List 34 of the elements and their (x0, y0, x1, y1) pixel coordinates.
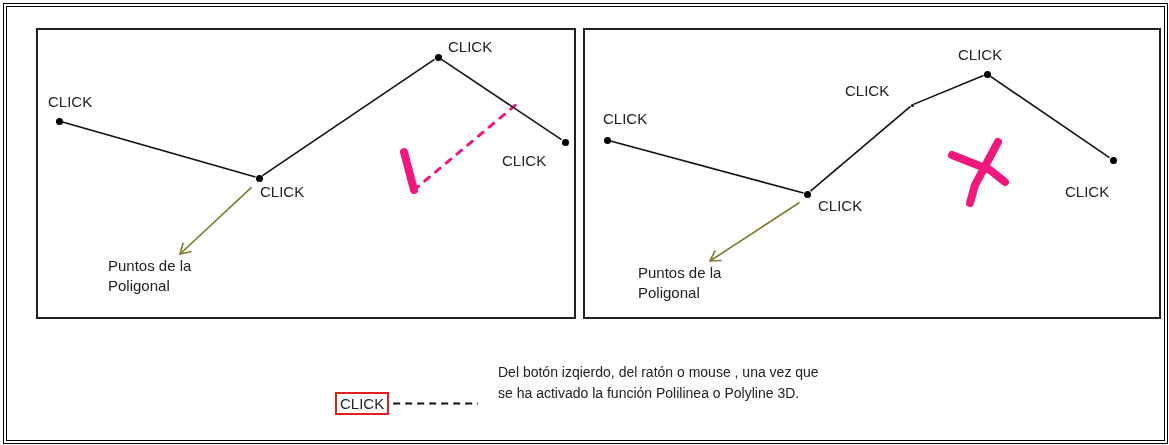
point-dot (255, 174, 263, 182)
point-dot (1109, 156, 1117, 164)
point-dot (803, 190, 811, 198)
point-label: CLICK (260, 183, 305, 200)
point-label: CLICK (845, 82, 890, 99)
polyline-segment (609, 140, 805, 194)
arrow (179, 186, 253, 255)
polyline-segment (261, 58, 436, 177)
drawing-panel (36, 28, 576, 319)
callout-text: Puntos de la Poligonal (638, 263, 768, 303)
note-text: Del botón izqierdo, del ratón o mouse , una vez que se ha activado la función Polilinea o Polyline 3D. (498, 362, 828, 404)
polyline-segment (912, 74, 985, 106)
drawing-panel (583, 28, 1161, 319)
point-dot (910, 103, 914, 107)
dashed-line (392, 402, 479, 405)
point-label: CLICK (502, 152, 547, 169)
point-dot (434, 53, 442, 61)
point-label: CLICK (48, 93, 93, 110)
point-label: CLICK (603, 110, 648, 127)
arrow (709, 201, 801, 262)
polyline-segment (989, 75, 1111, 159)
point-label: CLICK (958, 46, 1003, 63)
point-dot (983, 70, 991, 78)
point-dot (561, 138, 569, 146)
polyline-segment (809, 105, 912, 192)
point-label: CLICK (1065, 183, 1110, 200)
point-dot (55, 117, 63, 125)
point-label: CLICK (448, 38, 493, 55)
polyline-segment (61, 121, 257, 178)
point-dot (603, 136, 611, 144)
callout-text: Puntos de la Poligonal (108, 256, 238, 296)
point-label: CLICK (818, 197, 863, 214)
polyline-segment (440, 58, 563, 141)
key-box: CLICK (335, 392, 390, 415)
